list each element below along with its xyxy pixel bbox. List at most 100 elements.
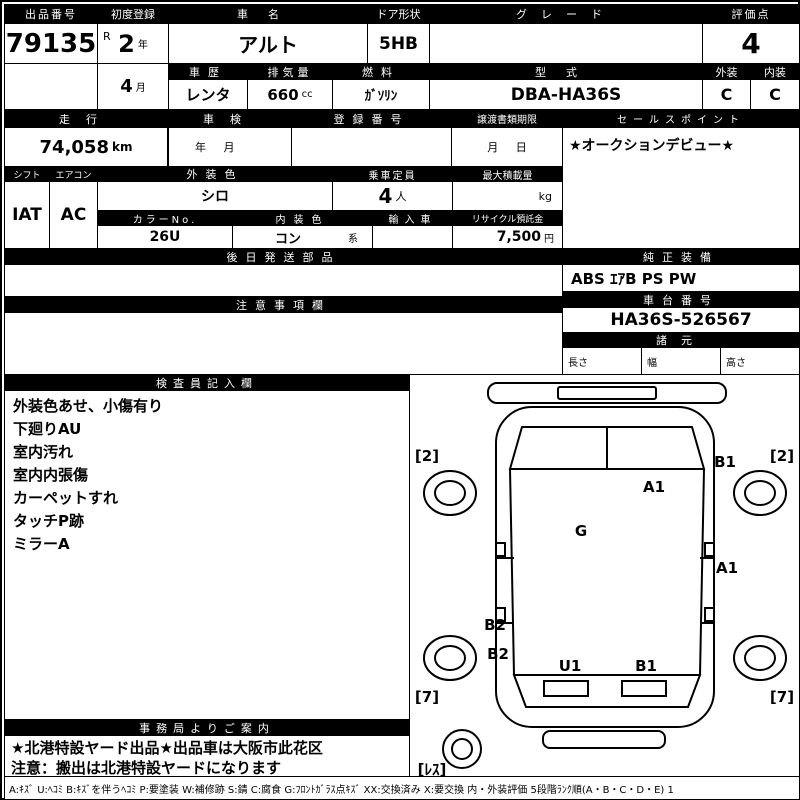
interior-header: 内装 xyxy=(750,63,800,80)
diagram-marker: A1 xyxy=(715,559,739,577)
diagram-marker: [ﾚｽ] xyxy=(417,760,447,779)
spec-width-label: 幅 xyxy=(647,357,657,369)
model-value: DBA-HA36S xyxy=(429,79,703,110)
capacity-cell: 4 人 xyxy=(332,181,453,211)
mileage-header: 走行 xyxy=(4,109,168,128)
max-load-unit: kg xyxy=(538,189,552,203)
diagram-marker: B2 xyxy=(484,616,506,634)
first-reg-year: 2 xyxy=(118,29,135,58)
first-reg-month: 4 xyxy=(120,76,133,97)
car-hinge-left-rear xyxy=(495,607,506,622)
first-reg-month-cell: 4 月 xyxy=(97,63,169,110)
diagram-marker: [7] xyxy=(414,688,440,706)
score-header: 評価点 xyxy=(702,4,800,24)
legend-bar: A:ｷｽﾞ U:ﾍｺﾐ B:ｷｽﾞを伴うﾍｺﾐ P:要塗装 W:補修跡 S:錆 … xyxy=(4,776,800,800)
recycle-unit: 円 xyxy=(544,233,554,245)
late-parts-value xyxy=(4,264,563,297)
auction-no-value: 79135 xyxy=(4,23,98,64)
wheel-rear-left-hub xyxy=(434,645,466,671)
chassis-header: 車台番号 xyxy=(562,292,800,308)
score-value: 4 xyxy=(702,23,800,64)
office-line: ★北港特設ヤード出品★出品車は大阪市此花区 xyxy=(11,739,323,757)
ext-color-value: シロ xyxy=(97,181,333,211)
max-load-header: 最大積載量 xyxy=(452,166,563,182)
history-header: 車歴 xyxy=(168,63,248,80)
import-header: 輸入車 xyxy=(372,210,453,226)
car-hinge-right-rear xyxy=(704,607,715,622)
car-hinge-right-front xyxy=(704,542,715,557)
office-content: ★北港特設ヤード出品★出品車は大阪市此花区注意：搬出は北港特設ヤードになります xyxy=(4,735,410,777)
first-reg-month-unit: 月 xyxy=(135,83,146,94)
first-reg-year-cell: R 2 年 xyxy=(97,23,169,64)
car-rear-bumper xyxy=(542,730,666,749)
diagram-marker: U1 xyxy=(558,657,582,675)
wheel-rear-left xyxy=(423,635,477,681)
recycle-cell: 7,500 円 xyxy=(452,225,563,249)
spec-header: 諸元 xyxy=(562,332,800,348)
wheel-rear-right xyxy=(733,635,787,681)
first-reg-header: 初度登録 xyxy=(97,4,169,24)
inspector-note-line: 室内汚れ xyxy=(13,443,74,461)
mileage-unit: km xyxy=(111,140,133,154)
capacity-header: 乗車定員 xyxy=(332,166,453,182)
diagram-marker: [7] xyxy=(769,688,795,706)
door-shape-header: ドア形状 xyxy=(367,4,430,24)
color-no-header: カラーNo. xyxy=(97,210,233,226)
door-shape-value: 5HB xyxy=(367,23,430,64)
inspector-note-line: 室内内張傷 xyxy=(13,466,89,484)
inspection-value: 年 月 xyxy=(168,127,292,167)
car-name-header: 車名 xyxy=(168,4,368,24)
model-header: 型式 xyxy=(429,63,703,80)
spec-length-label: 長さ xyxy=(568,357,588,369)
notes-header: 注意事項欄 xyxy=(4,296,563,313)
late-parts-header: 後日発送部品 xyxy=(4,248,563,265)
capacity-value: 4 xyxy=(378,184,393,208)
diagram-marker: B1 xyxy=(635,657,657,675)
wheel-front-right-hub xyxy=(744,480,776,506)
aircon-header: エアコン xyxy=(49,166,98,182)
interior-score: C xyxy=(750,79,800,110)
recycle-header: リサイクル預託金 xyxy=(452,210,563,226)
shift-value: IAT xyxy=(4,181,50,249)
car-cabin-right xyxy=(699,468,705,676)
wheel-front-right xyxy=(733,470,787,516)
ext-color-header: 外装色 xyxy=(97,166,333,182)
capacity-unit: 人 xyxy=(395,190,407,203)
diagram-marker: A1 xyxy=(642,478,666,496)
equipment-header: 純正装備 xyxy=(562,248,800,265)
grade-value xyxy=(429,23,703,64)
office-header: 事務局よりご案内 xyxy=(4,719,410,736)
import-value xyxy=(372,225,453,249)
wheel-front-left-hub xyxy=(434,480,466,506)
wheel-rear-right-hub xyxy=(744,645,776,671)
sales-point-value: ★オークションデビュー★ xyxy=(562,127,800,249)
mileage-cell: 74,058 km xyxy=(4,127,168,167)
reg-no-value xyxy=(291,127,452,167)
car-name-value: アルト xyxy=(168,23,368,64)
notes-value xyxy=(4,312,563,375)
shift-header: シフト xyxy=(4,166,50,182)
inspection-header: 車検 xyxy=(168,109,292,128)
diagram-marker: B1 xyxy=(714,453,736,471)
inspector-note-line: 外装色あせ、小傷有り xyxy=(13,397,164,415)
diagram-marker: B2 xyxy=(487,645,509,663)
first-reg-era: R xyxy=(103,30,111,43)
car-rear-detail-right xyxy=(621,680,667,697)
diagram-marker: [2] xyxy=(414,447,440,465)
fuel-header: 燃料 xyxy=(332,63,430,80)
car-body xyxy=(495,406,715,728)
spec-width-cell: 幅 xyxy=(641,347,721,375)
recycle-value: 7,500 xyxy=(496,229,541,245)
inspector-header: 検査員記入欄 xyxy=(4,374,410,391)
int-color-header: 内装色 xyxy=(232,210,373,226)
reg-no-header: 登録番号 xyxy=(291,109,452,128)
car-rear-window xyxy=(512,674,702,708)
displacement-value: 660 xyxy=(267,85,299,104)
int-color-value: コン xyxy=(275,231,302,247)
int-color-suffix: 系 xyxy=(348,233,358,245)
displacement-header: 排気量 xyxy=(247,63,333,80)
equipment-value: ABS ｴｱB PS PW xyxy=(562,264,800,292)
chassis-value: HA36S-526567 xyxy=(562,307,800,333)
